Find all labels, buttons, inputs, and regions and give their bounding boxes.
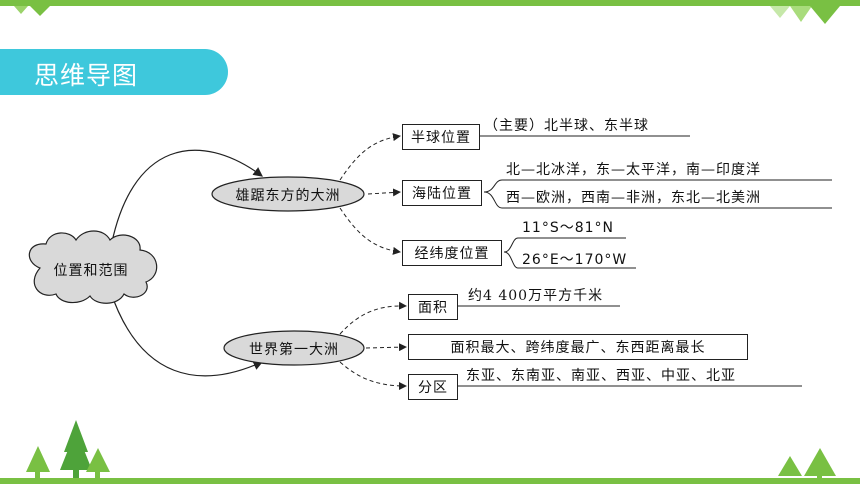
node-lat-lon: 经纬度位置 bbox=[402, 240, 502, 266]
triangle-icon bbox=[770, 6, 790, 18]
connector-b1-c3 bbox=[339, 207, 401, 255]
brace-line bbox=[503, 251, 636, 269]
branch-ellipse-2 bbox=[223, 330, 365, 366]
top-bar bbox=[0, 0, 860, 6]
node-superlatives: 面积最大、跨纬度最广、东西距离最长 bbox=[408, 334, 748, 360]
top-decoration bbox=[14, 6, 840, 24]
root-cloud bbox=[28, 230, 158, 304]
bottom-bar bbox=[0, 478, 860, 484]
connector-b2-c2 bbox=[365, 343, 407, 352]
tree-icon bbox=[778, 448, 836, 480]
connector-root-branch2 bbox=[109, 289, 264, 377]
connector-b2-c1 bbox=[339, 301, 407, 335]
node-hemisphere: 半球位置 bbox=[402, 124, 480, 150]
triangle-icon bbox=[810, 6, 840, 24]
branch-label-2: 世界第一大洲 bbox=[249, 341, 339, 358]
connector-root-branch1 bbox=[109, 149, 263, 253]
page-title: 思维导图 bbox=[34, 61, 139, 90]
brace-line bbox=[483, 179, 832, 193]
detail-longitude: 26°E～170°W bbox=[522, 252, 628, 268]
title-banner bbox=[0, 49, 228, 95]
detail-area: 约4 400万平方千米 bbox=[468, 288, 604, 304]
triangle-icon bbox=[30, 6, 50, 16]
brace-line bbox=[483, 191, 832, 209]
brace-line bbox=[503, 237, 626, 253]
node-regions: 分区 bbox=[408, 374, 458, 400]
detail-regions: 东亚、东南亚、南亚、西亚、中亚、北亚 bbox=[466, 368, 736, 384]
branch-ellipse-1 bbox=[211, 176, 365, 212]
branch-label-1: 雄踞东方的大洲 bbox=[235, 187, 341, 204]
connector-b2-c3 bbox=[339, 361, 407, 390]
tree-icon bbox=[60, 420, 92, 478]
detail-hemisphere: （主要）北半球、东半球 bbox=[484, 118, 649, 134]
tree-icon bbox=[26, 446, 110, 478]
triangle-icon bbox=[14, 6, 28, 14]
node-area: 面积 bbox=[408, 294, 458, 320]
detail-latitude: 11°S～81°N bbox=[522, 220, 614, 236]
triangle-icon bbox=[790, 6, 812, 22]
root-node-label: 位置和范围 bbox=[53, 263, 129, 279]
node-land-sea: 海陆位置 bbox=[402, 180, 482, 206]
detail-land-sea-2: 西—欧洲，西南—非洲，东北—北美洲 bbox=[506, 190, 761, 206]
detail-land-sea-1: 北—北冰洋，东—太平洋，南—印度洋 bbox=[506, 162, 761, 178]
connector-b1-c1 bbox=[339, 133, 401, 181]
connector-b1-c2 bbox=[367, 188, 401, 197]
